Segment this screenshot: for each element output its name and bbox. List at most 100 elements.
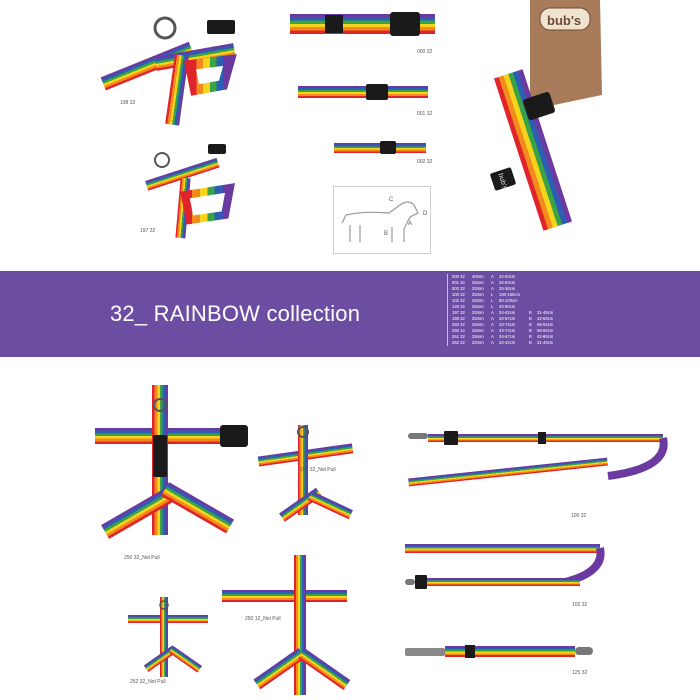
spec-cell: B <box>529 340 532 345</box>
spec-cell: B <box>529 310 532 315</box>
product-code-250-12: 250 12_Not Pull <box>245 616 281 622</box>
spec-row: 001 32 25mm A 34-53cm <box>452 280 612 286</box>
car-belt-125-image <box>405 645 593 658</box>
spec-cell: B <box>529 328 532 333</box>
spec-cell: 250 32 <box>452 322 465 327</box>
spec-cell: 250 12 <box>452 328 465 333</box>
spec-cell: 60-100cm <box>499 298 518 303</box>
product-code-001: 001 32 <box>417 111 433 117</box>
spec-cell: B <box>529 322 532 327</box>
spec-cell: A <box>491 286 494 291</box>
spec-cell: 20mm <box>472 298 484 303</box>
spec-cell: A <box>491 310 494 315</box>
harness-250-32-image <box>95 385 248 539</box>
spec-row: 251 32 25mm A 34-57cm B 42-69cm <box>452 334 612 340</box>
harness-198-image <box>100 16 237 126</box>
spec-row: 250 12 25mm A 43-74cm B 59-94cm <box>452 328 612 334</box>
spec-cell: A <box>491 316 494 321</box>
spec-cell: 59-94cm <box>537 322 554 327</box>
diagram-label-b: B <box>384 231 389 237</box>
spec-cell: A <box>491 328 494 333</box>
spec-row: 100 32 25mm L 100-160cm <box>452 292 612 298</box>
spec-cell: 002 32 <box>452 286 465 291</box>
spec-cell: A <box>491 334 494 339</box>
spec-cell: 251 32 <box>452 334 465 339</box>
spec-cell: 25mm <box>472 334 484 339</box>
spec-cell: A <box>491 280 494 285</box>
spec-cell: 25mm <box>472 316 484 321</box>
spec-row: 250 32 25mm A 43-74cm B 59-94cm <box>452 322 612 328</box>
spec-cell: 43-74cm <box>499 328 516 333</box>
harness-197-image <box>145 144 235 239</box>
spec-cell: 34-53cm <box>499 280 516 285</box>
spec-cell: 31-49cm <box>537 340 554 345</box>
collection-title: 32_ RAINBOW collection <box>110 301 361 326</box>
collar-002-image <box>334 141 426 154</box>
spec-cell: 20mm <box>472 340 484 345</box>
spec-cell: 43-74cm <box>499 322 516 327</box>
spec-row: 002 32 20mm A 25-36cm <box>452 286 612 292</box>
harness-252-32-image <box>128 597 208 677</box>
product-code-125: 125 32 <box>572 670 588 676</box>
spec-cell: A <box>491 274 494 279</box>
spec-cell: 42-69cm <box>537 334 554 339</box>
leash-100-image <box>408 431 668 487</box>
spec-cell: 25mm <box>472 292 484 297</box>
spec-cell: 100-160cm <box>499 292 520 297</box>
spec-cell: 42-69cm <box>537 316 554 321</box>
harness-251-32-image <box>257 425 354 522</box>
dog-outline <box>341 201 419 242</box>
product-code-198: 198 32 <box>120 100 136 106</box>
spec-row: 102 32 20mm L 60-100cm <box>452 298 612 304</box>
spec-cell: 25mm <box>472 322 484 327</box>
spec-cell: 34-57cm <box>499 334 516 339</box>
spec-cell: 25mm <box>472 280 484 285</box>
harness-250-12-image <box>222 555 351 695</box>
diagram-label-a: A <box>408 221 413 227</box>
spec-cell: L <box>491 298 494 303</box>
product-code-250-32: 250 32_Not Pull <box>124 555 160 561</box>
packaged-collar-image <box>490 0 602 231</box>
spec-cell: L <box>491 292 494 297</box>
product-code-197: 197 32 <box>140 228 156 234</box>
spec-cell: 20mm <box>472 286 484 291</box>
product-code-100: 100 32 <box>571 513 587 519</box>
diagram-label-d: D <box>423 211 428 217</box>
collar-000-image <box>290 12 435 36</box>
spec-cell: 34-57cm <box>499 316 516 321</box>
spec-cell: 24-42cm <box>499 310 516 315</box>
spec-cell: 25mm <box>472 304 484 309</box>
spec-cell: B <box>529 316 532 321</box>
leash-102-image <box>405 544 605 589</box>
spec-cell: A <box>491 340 494 345</box>
spec-cell: A <box>491 322 494 327</box>
diagram-label-c: C <box>389 197 394 203</box>
product-code-102: 102 32 <box>572 602 588 608</box>
spec-cell: 252 32 <box>452 340 465 345</box>
spec-cell: 31-49cm <box>537 310 554 315</box>
spec-cell: B <box>529 334 532 339</box>
spec-cell: 20mm <box>472 310 484 315</box>
brand-logo: bub's <box>547 13 582 28</box>
product-code-002: 002 32 <box>417 159 433 165</box>
spec-cell: 40-60cm <box>499 304 516 309</box>
spec-cell: 40mm <box>472 274 484 279</box>
product-code-000: 000 32 <box>417 49 433 55</box>
spec-cell: 102 32 <box>452 298 465 303</box>
spec-cell: 42-63cm <box>499 274 516 279</box>
spec-cell: 25mm <box>472 328 484 333</box>
spec-cell: 59-94cm <box>537 328 554 333</box>
collar-001-image <box>298 84 428 100</box>
product-code-251-32: 251 32_Not Pull <box>300 467 336 473</box>
spec-cell: 000 32 <box>452 274 465 279</box>
spec-row: 252 32 20mm A 24-42cm B 31-49cm <box>452 340 612 346</box>
spec-cell: 25-36cm <box>499 286 516 291</box>
spec-cell: 100 32 <box>452 292 465 297</box>
dog-measurement-diagram: C D A B <box>333 186 431 254</box>
spec-cell: 197 32 <box>452 310 465 315</box>
spec-cell: 001 32 <box>452 280 465 285</box>
spec-cell: 24-42cm <box>499 340 516 345</box>
spec-row: 197 32 20mm A 24-42cm B 31-49cm <box>452 310 612 316</box>
spec-row: 000 32 40mm A 42-63cm <box>452 274 612 280</box>
